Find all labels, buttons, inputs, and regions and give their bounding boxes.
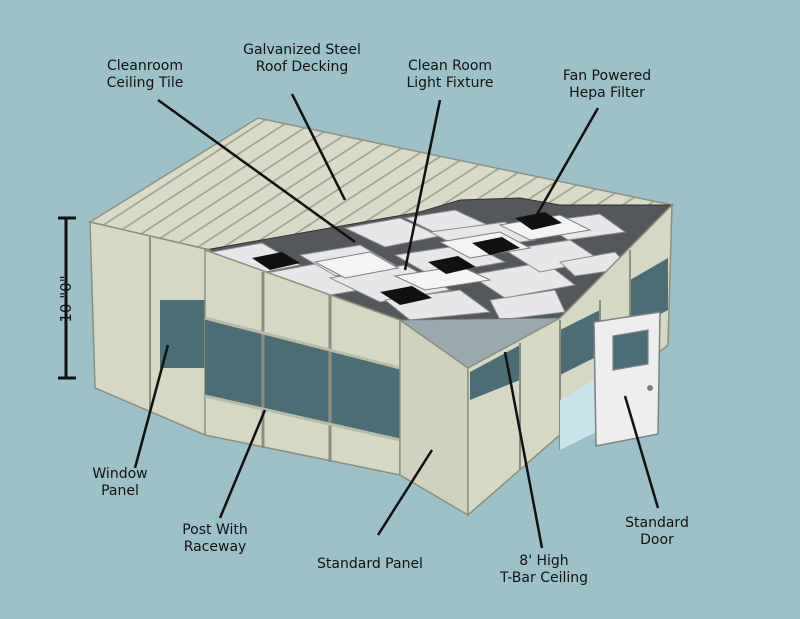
door-opening [560, 376, 600, 450]
label-standard-panel: Standard Panel [317, 556, 423, 572]
label-standard-door: Standard Door [625, 515, 689, 548]
hepa-filters [252, 212, 562, 305]
right-window-glass-2 [560, 310, 600, 375]
label-ceiling-tile: Cleanroom Ceiling Tile [106, 58, 184, 91]
label-roof-decking: Galvanized Steel Roof Decking [243, 42, 361, 75]
standard-door [593, 311, 661, 447]
end-window [160, 300, 205, 368]
label-hepa-filter: Fan Powered Hepa Filter [562, 68, 652, 101]
light-fixtures [313, 214, 592, 291]
label-post-raceway: Post With Raceway [182, 522, 248, 555]
callout-leaders [133, 93, 660, 549]
height-dimension-label: 10 "0" [57, 275, 75, 323]
label-light-fixture: Clean Room Light Fixture [406, 58, 494, 91]
label-t-bar-ceiling: 8' High T-Bar Ceiling [499, 553, 589, 586]
height-dimension [58, 216, 76, 380]
window-panel-glass [205, 318, 400, 440]
label-window-panel: Window Panel [92, 466, 148, 499]
